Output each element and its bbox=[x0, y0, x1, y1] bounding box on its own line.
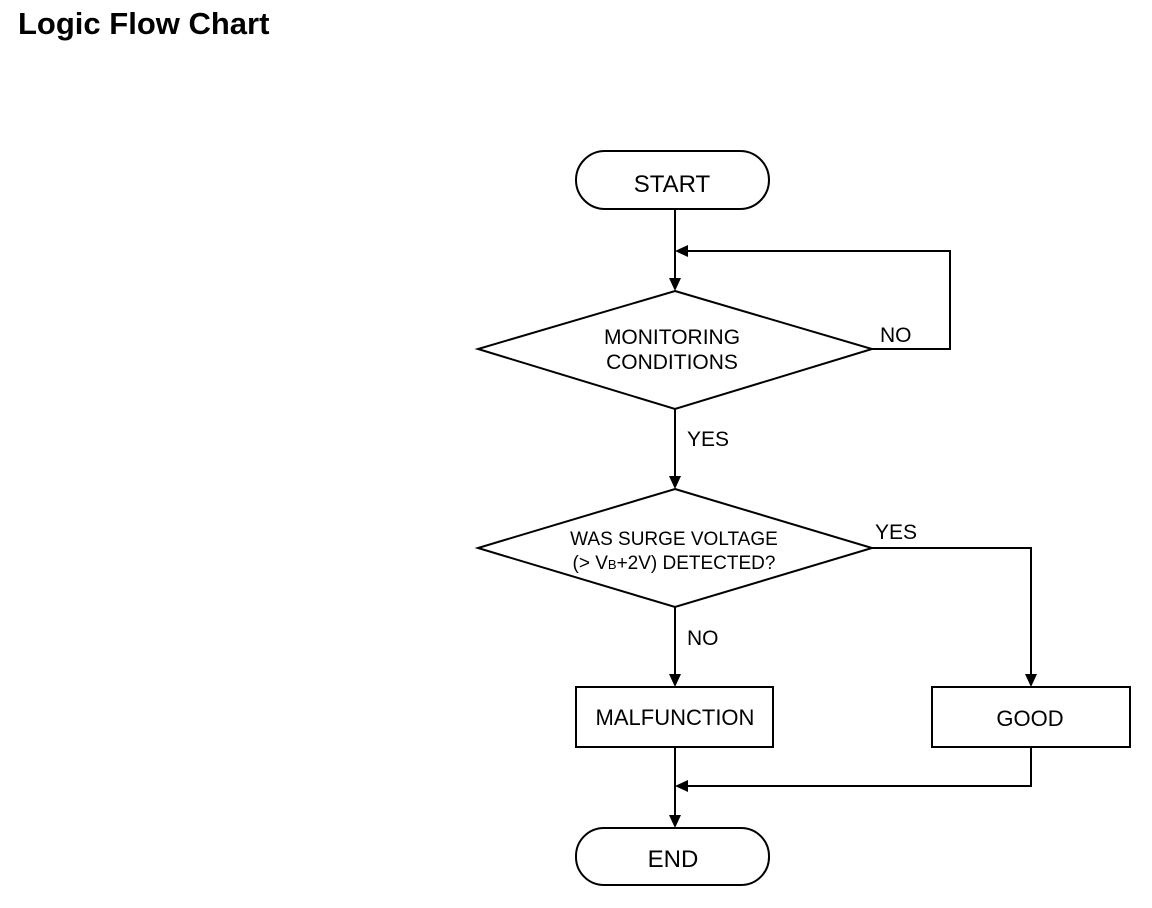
connector-good-to-end bbox=[688, 747, 1032, 787]
monitoring-no-label: NO bbox=[880, 324, 912, 347]
surge-label-line2-subscript: B bbox=[608, 557, 617, 572]
surge-no-label: NO bbox=[687, 627, 719, 650]
surge-label-line2-prefix: (> V bbox=[573, 553, 609, 574]
start-terminator: START bbox=[575, 150, 770, 210]
surge-label-line2: (> VB+2V) DETECTED? bbox=[573, 553, 776, 574]
monitoring-diamond bbox=[474, 289, 876, 411]
arrowhead-surge-entry bbox=[669, 476, 681, 489]
good-label: GOOD bbox=[996, 706, 1063, 731]
good-box bbox=[931, 686, 1131, 748]
connector-surge-yes bbox=[872, 547, 1032, 674]
page-title: Logic Flow Chart bbox=[18, 6, 270, 41]
surge-label-line1: WAS SURGE VOLTAGE bbox=[570, 529, 778, 550]
surge-label-line2-suffix: +2V) DETECTED? bbox=[617, 553, 776, 574]
start-label: START bbox=[634, 171, 711, 198]
good-process: GOOD bbox=[931, 686, 1131, 748]
arrowhead-monitoring-entry bbox=[669, 278, 681, 291]
malfunction-box bbox=[575, 686, 774, 748]
arrowhead-good-entry bbox=[1025, 674, 1037, 687]
start-shape bbox=[575, 150, 770, 210]
monitoring-label-line2: CONDITIONS bbox=[606, 351, 738, 374]
monitoring-yes-label: YES bbox=[687, 428, 729, 451]
surge-yes-label: YES bbox=[875, 521, 917, 544]
end-terminator: END bbox=[575, 827, 770, 886]
monitoring-label-line1: MONITORING bbox=[604, 326, 740, 349]
arrowhead-end-entry bbox=[669, 815, 681, 828]
arrowhead-malfunction-entry bbox=[669, 674, 681, 687]
malfunction-label: MALFUNCTION bbox=[596, 705, 755, 730]
surge-decision: WAS SURGE VOLTAGE (> VB+2V) DETECTED? bbox=[474, 487, 876, 609]
monitoring-decision: MONITORING CONDITIONS bbox=[474, 289, 876, 411]
end-label: END bbox=[648, 846, 699, 873]
end-shape bbox=[575, 827, 770, 886]
malfunction-process: MALFUNCTION bbox=[575, 686, 774, 748]
arrowhead-loop-return bbox=[675, 245, 688, 257]
arrowhead-merge bbox=[675, 780, 688, 792]
connector-monitoring-no-loop bbox=[688, 250, 951, 350]
